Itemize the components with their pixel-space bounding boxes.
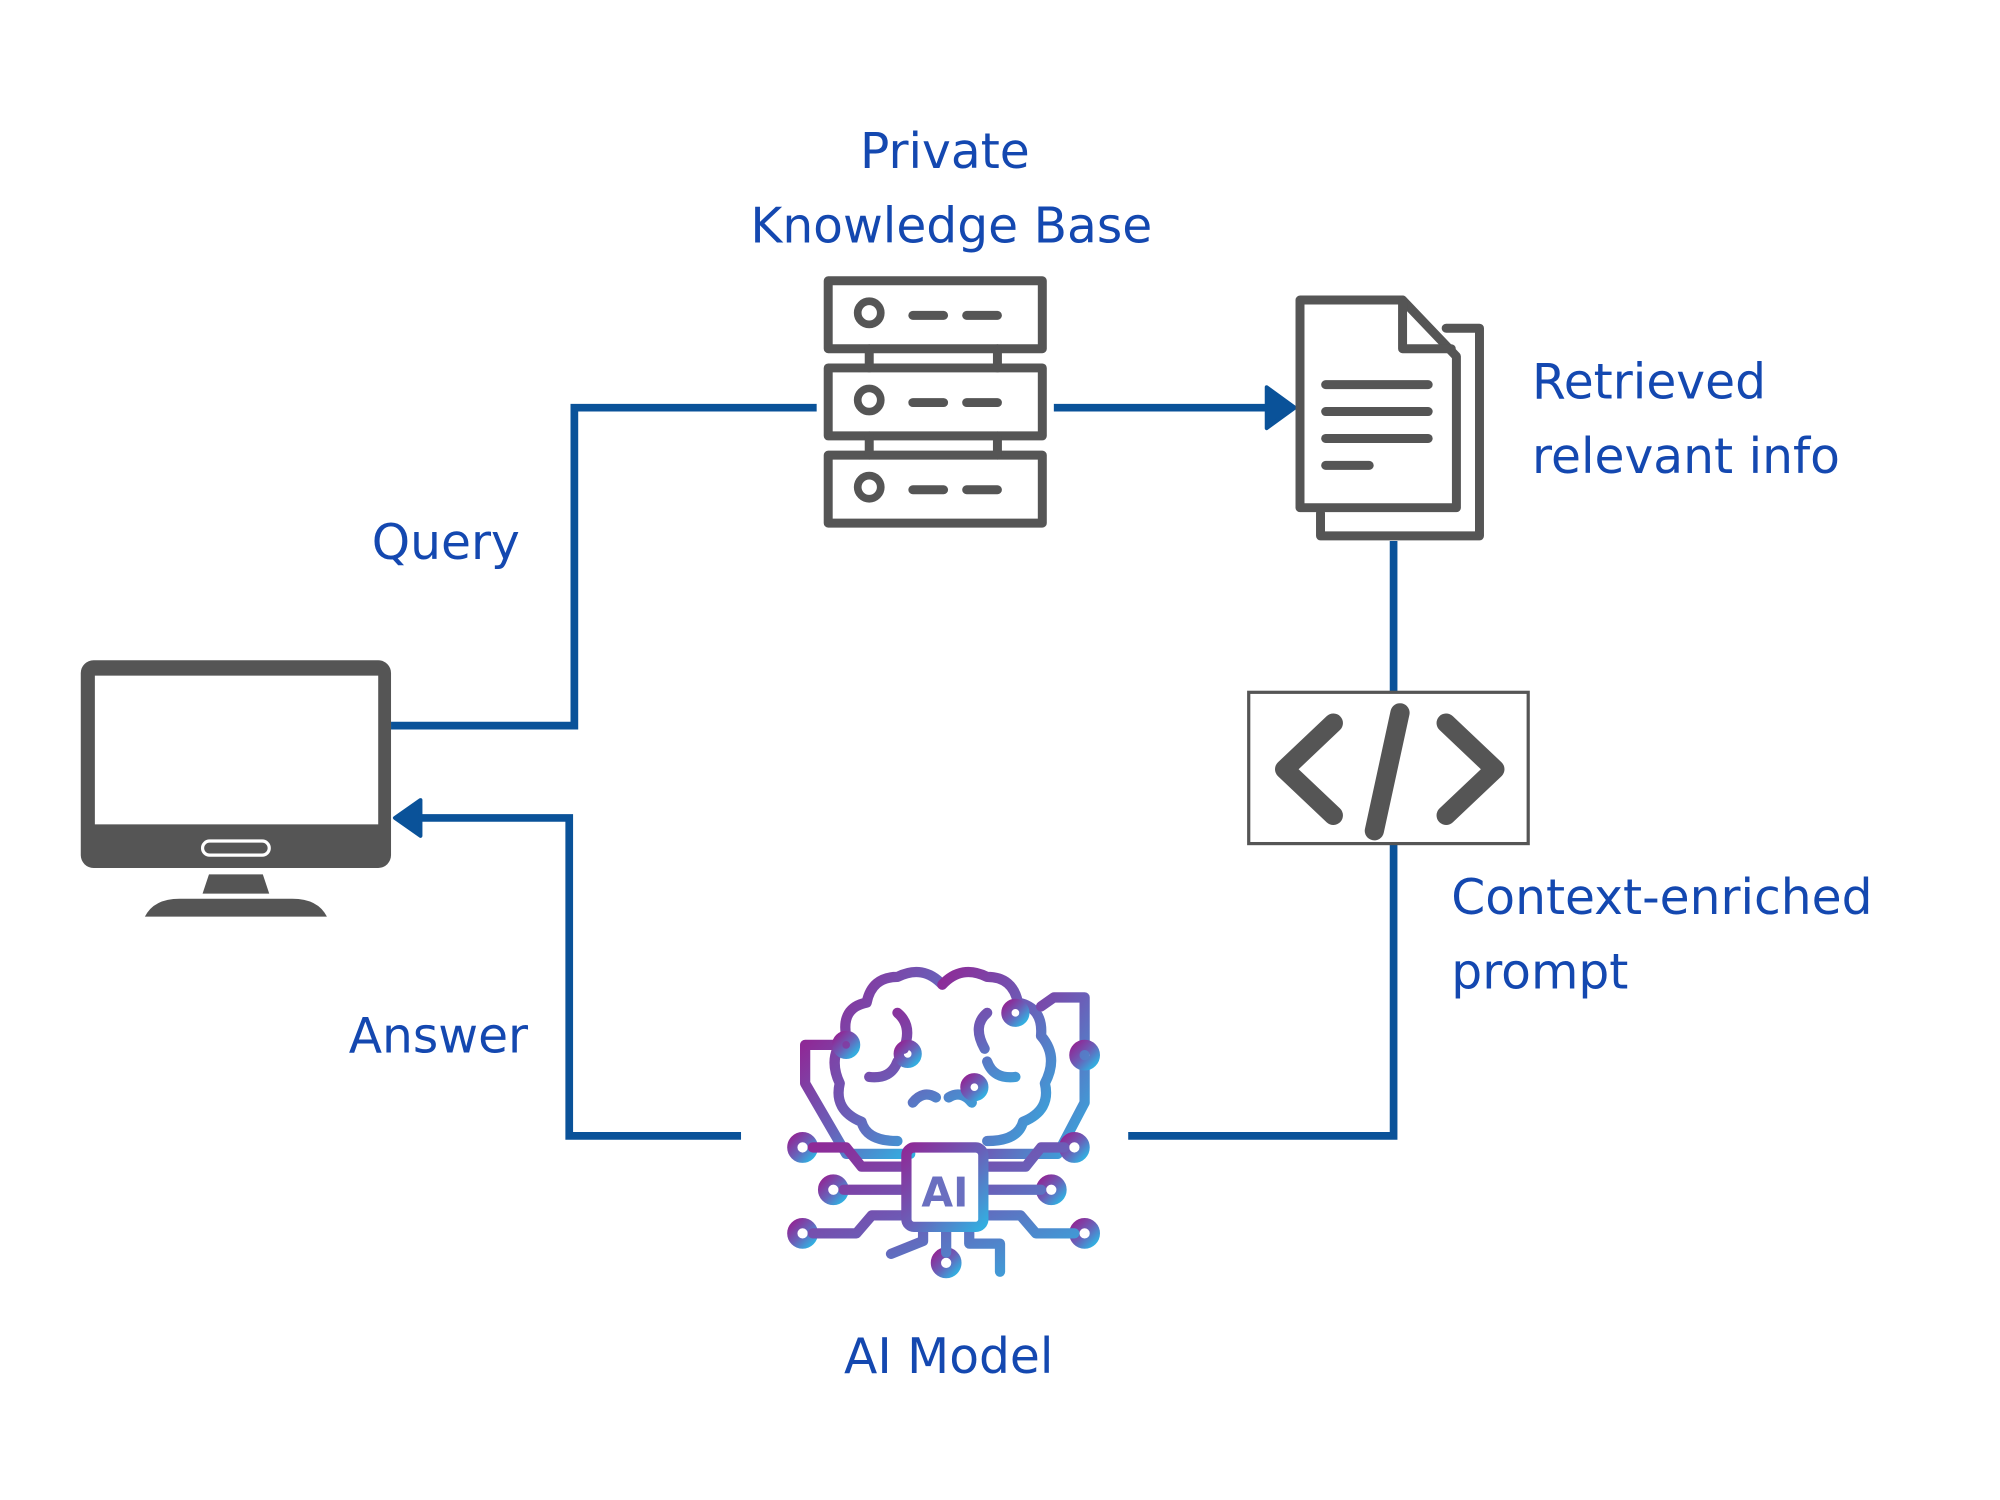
answer-label: Answer — [349, 1009, 529, 1065]
kb-label-line2: Knowledge Base — [750, 198, 1152, 254]
kb-label-line1: Private — [860, 124, 1030, 180]
prompt-label-line1: Context-enriched — [1451, 870, 1872, 926]
answer-arrow — [392, 798, 742, 1140]
prompt-label-line2: prompt — [1451, 944, 1628, 1000]
ai-brain-icon: AI — [787, 966, 1101, 1279]
query-label: Query — [372, 515, 520, 571]
server-icon — [823, 276, 1047, 528]
retrieved-label-line1: Retrieved — [1532, 355, 1766, 411]
chip-text: AI — [921, 1168, 968, 1216]
retrieved-label-line2: relevant info — [1532, 429, 1840, 485]
monitor-icon — [80, 660, 392, 917]
ai-model-label: AI Model — [844, 1329, 1053, 1385]
documents-icon — [1295, 295, 1484, 541]
kb-to-docs-arrow — [1053, 385, 1297, 431]
prompt-to-ai-connector — [1128, 843, 1398, 1140]
code-icon — [1247, 690, 1530, 846]
query-connector — [391, 403, 817, 730]
